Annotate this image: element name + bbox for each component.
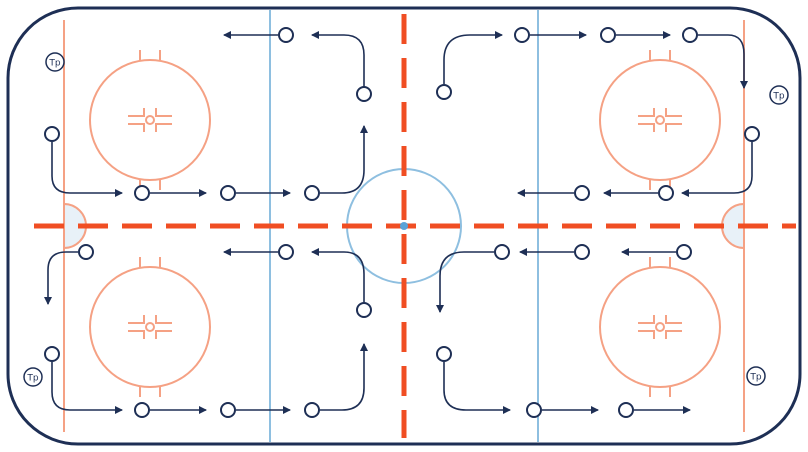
- player-marker: [494, 244, 510, 260]
- player-marker: [436, 346, 452, 362]
- player-marker: [44, 126, 60, 142]
- player-marker: [514, 27, 530, 43]
- faceoff-circle-bottom-left: [89, 257, 211, 397]
- player-marker: [574, 185, 590, 201]
- rink-boards: [6, 6, 802, 446]
- arrow-curve-right-mid: [681, 142, 753, 197]
- tp-badge-top-right: Tp: [769, 85, 789, 105]
- skating-paths: [44, 31, 753, 414]
- arrow-curve-up-bottom-center-left: [320, 343, 368, 411]
- tp-badge-top-left: Tp: [45, 52, 65, 72]
- player-marker: [278, 27, 294, 43]
- player-marker: [676, 244, 692, 260]
- tp-badge-bottom-right: Tp: [746, 366, 766, 386]
- player-marker: [574, 244, 590, 260]
- player-marker: [220, 185, 236, 201]
- arrow-curve-low-left: [311, 248, 365, 302]
- player-markers: [44, 27, 760, 418]
- faceoff-circle-bottom-right: [599, 257, 721, 397]
- player-marker: [356, 302, 372, 318]
- faceoff-circle-top-right: [599, 50, 721, 190]
- tp-badge-bottom-left: Tp: [23, 367, 43, 387]
- tp-label: Tp: [749, 373, 761, 383]
- arrow-curve-down-low-left: [44, 251, 78, 305]
- player-marker: [304, 185, 320, 201]
- arrow-curve-bottom-left: [51, 362, 123, 414]
- player-marker: [356, 86, 372, 102]
- player-marker: [278, 244, 294, 260]
- tp-label: Tp: [48, 59, 60, 69]
- player-marker: [134, 185, 150, 201]
- player-marker: [744, 126, 760, 142]
- arrow-curve-bottom-right: [443, 362, 511, 414]
- player-marker: [600, 27, 616, 43]
- arrow-curve-up-center-left: [320, 125, 368, 194]
- player-marker: [304, 402, 320, 418]
- player-marker: [436, 84, 452, 100]
- player-marker: [658, 185, 674, 201]
- arrow-curve-top-left: [311, 31, 365, 88]
- tp-label: Tp: [772, 92, 784, 102]
- center-dot: [400, 222, 408, 230]
- player-marker: [220, 402, 236, 418]
- player-marker: [78, 244, 94, 260]
- arrow-curve-low-right: [436, 251, 494, 313]
- player-marker: [134, 402, 150, 418]
- player-marker: [44, 346, 60, 362]
- player-marker: [526, 402, 542, 418]
- player-marker: [682, 27, 698, 43]
- tp-label: Tp: [26, 374, 38, 384]
- arrow-curve-down-right-top: [698, 34, 748, 89]
- arrow-curve-down-left: [51, 142, 123, 197]
- faceoff-circle-top-left: [89, 50, 211, 190]
- arrow-curve-top-right: [443, 31, 503, 84]
- player-marker: [618, 402, 634, 418]
